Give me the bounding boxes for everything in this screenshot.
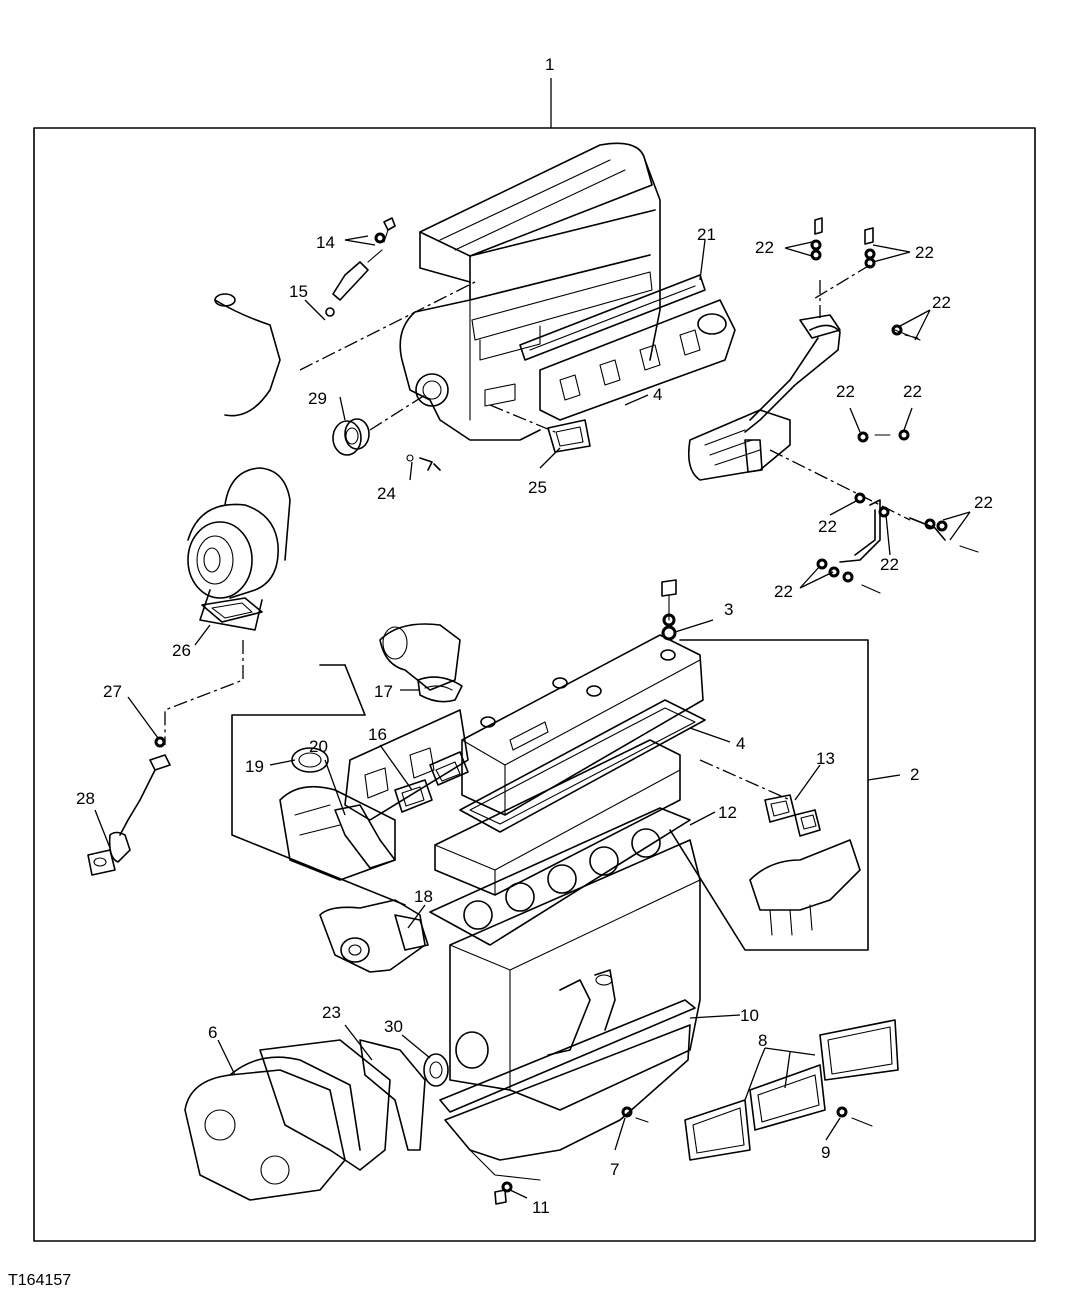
seal-30	[423, 1053, 449, 1087]
gasket-25	[489, 404, 591, 453]
fuel-lines-22	[744, 217, 921, 443]
callout-24: 24	[377, 484, 396, 503]
callout-23: 23	[322, 1003, 341, 1022]
callout-15: 15	[289, 282, 308, 301]
diagram-frame	[33, 127, 1036, 1242]
figure-id: T164157	[8, 1272, 72, 1289]
exhaust-manifold-upper	[539, 299, 736, 421]
callout-18: 18	[414, 887, 433, 906]
callout-13: 13	[816, 749, 835, 768]
callout-7: 7	[610, 1160, 619, 1179]
timing-cover-6	[184, 1056, 361, 1201]
callout-27: 27	[103, 682, 122, 701]
callout-22-b: 22	[915, 243, 934, 262]
bolt-14	[374, 217, 396, 244]
callout-22-h: 22	[880, 555, 899, 574]
callout-25: 25	[528, 478, 547, 497]
gasket-23	[259, 1039, 426, 1171]
engine-block	[449, 839, 701, 1111]
oil-pan-gasket-10	[439, 999, 696, 1181]
gasket-16	[394, 751, 469, 813]
fuel-pump-assembly	[687, 409, 791, 481]
callout-labels: 1 2 3 4 4 6 7 8 9 10 11 12 13 14 15 16 1…	[76, 55, 993, 1217]
turbocharger-26	[187, 293, 291, 631]
callout-12: 12	[718, 803, 737, 822]
side-covers-8	[684, 1019, 899, 1161]
callout-16: 16	[368, 725, 387, 744]
callout-4-lower: 4	[736, 734, 745, 753]
injector-15	[325, 249, 383, 317]
head-gasket-12	[429, 807, 691, 946]
callout-11: 11	[532, 1198, 550, 1217]
callout-22-a: 22	[755, 238, 774, 257]
oil-line-28	[87, 736, 171, 876]
manifold-gasket-21	[519, 274, 706, 361]
callout-22-g: 22	[818, 517, 837, 536]
fitting-24	[406, 454, 441, 471]
callout-17: 17	[374, 682, 393, 701]
callout-9: 9	[821, 1143, 830, 1162]
callout-26: 26	[172, 641, 191, 660]
gasket-20	[334, 804, 396, 869]
callout-22-e: 22	[903, 382, 922, 401]
valve-cover-gasket-4	[459, 699, 706, 833]
valve-cover	[461, 634, 704, 816]
callout-8: 8	[758, 1031, 767, 1050]
callout-2: 2	[910, 765, 919, 784]
cylinder-head	[434, 739, 681, 896]
exhaust-manifold-13	[699, 759, 861, 936]
callout-10: 10	[740, 1006, 759, 1025]
callout-1: 1	[545, 55, 554, 74]
callout-22-f: 22	[974, 493, 993, 512]
intake-manifold	[279, 709, 469, 881]
water-pump-18	[319, 899, 429, 973]
callout-4-upper: 4	[653, 385, 662, 404]
callout-21: 21	[697, 225, 716, 244]
callout-30: 30	[384, 1017, 403, 1036]
callout-3: 3	[724, 600, 733, 619]
seal-29	[332, 394, 426, 456]
callout-19: 19	[245, 757, 264, 776]
engine-upper-illustration	[399, 142, 661, 441]
fuel-line-lower-22	[769, 449, 979, 594]
leader-lines	[94, 235, 971, 1199]
callout-14: 14	[316, 233, 335, 252]
callout-6: 6	[208, 1023, 217, 1042]
callout-22-i: 22	[774, 582, 793, 601]
callout-29: 29	[308, 389, 327, 408]
callout-20: 20	[309, 737, 328, 756]
bolt-9	[836, 1106, 873, 1127]
thermostat-housing-17	[379, 623, 463, 703]
plug-7	[621, 1106, 649, 1123]
bolt-3	[661, 579, 677, 641]
callout-28: 28	[76, 789, 95, 808]
callout-22-d: 22	[836, 382, 855, 401]
callout-22-c: 22	[932, 293, 951, 312]
drain-plug-11	[494, 1181, 513, 1205]
upper-gasket-kit-bracket	[231, 639, 869, 951]
